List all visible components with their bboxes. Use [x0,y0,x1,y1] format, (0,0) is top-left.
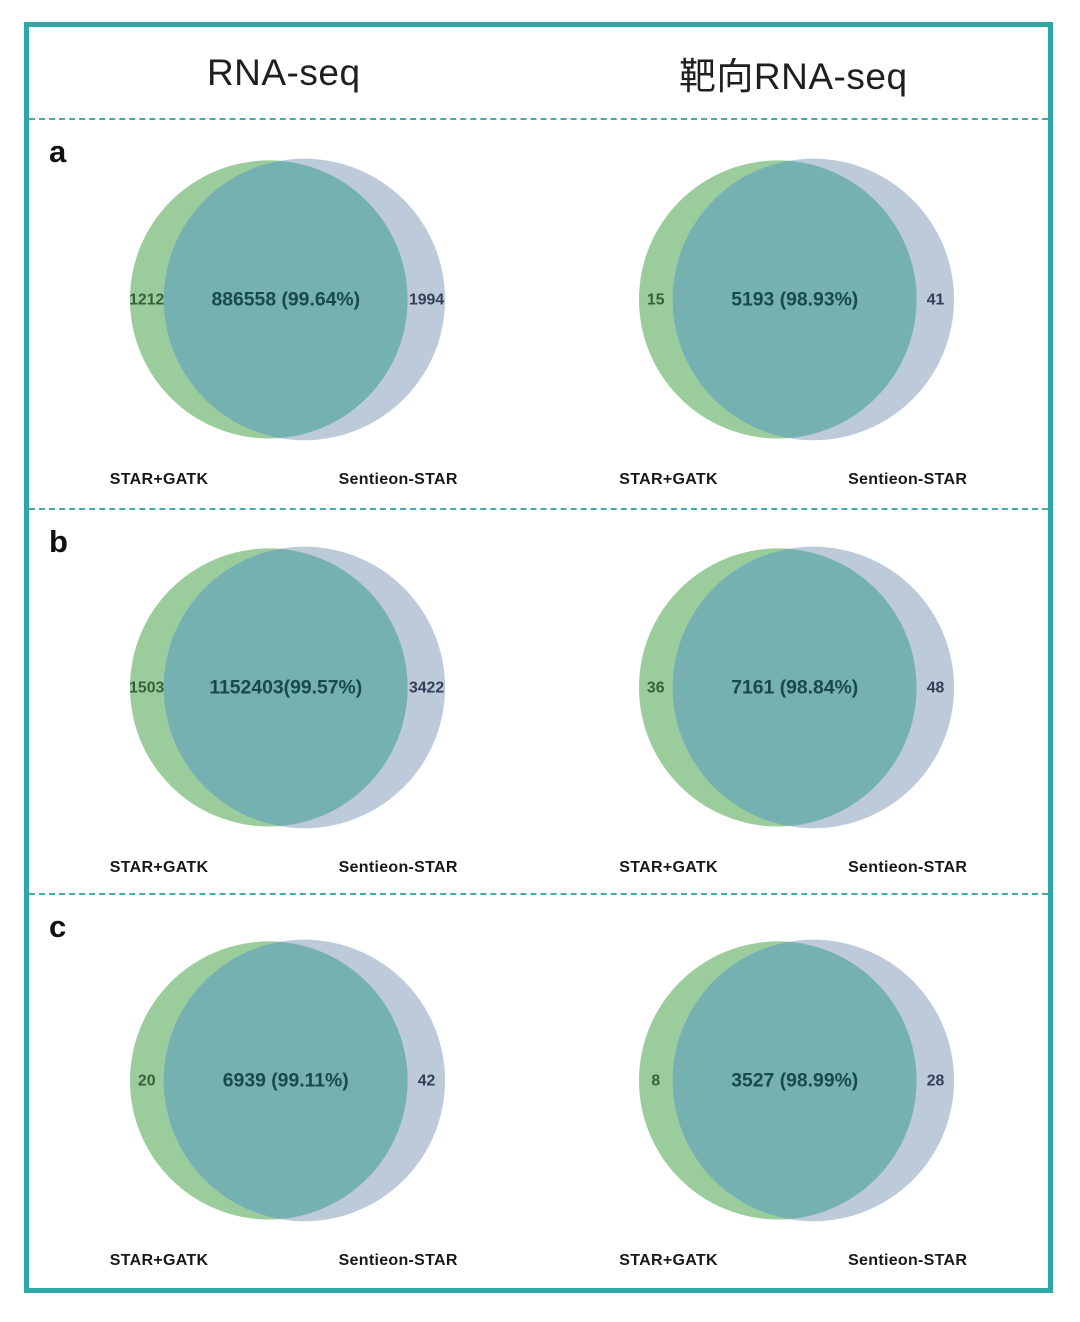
venn-diagram: 20 6939 (99.11%) 42 [129,939,445,1222]
set-labels: STAR+GATK Sentieon-STAR [617,471,969,489]
left-only-count: 1503 [129,680,164,697]
venn-panel: 1503 1152403(99.57%) 3422 STAR+GATK Sent… [108,536,460,877]
right-only-count: 42 [418,1073,436,1090]
row-b: b 1503 1152403(99.57%) 3422 STAR+GATK Se… [29,508,1048,893]
right-set-label: Sentieon-STAR [848,471,968,488]
left-only-count: 20 [138,1073,156,1090]
left-only-count: 15 [647,292,665,309]
right-only-count: 3422 [409,680,444,697]
intersection-region [163,160,408,439]
left-only-count: 1212 [129,292,164,309]
right-set-label: Sentieon-STAR [338,859,458,876]
figure-frame: RNA-seq 靶向RNA-seq a 1212 886558 (99.64%)… [24,22,1053,1293]
intersection-region [672,548,917,827]
venn-diagram: 36 7161 (98.84%) 48 [639,546,955,829]
column-title-targeted-rna-seq: 靶向RNA-seq [678,55,908,97]
venn-panel: 20 6939 (99.11%) 42 STAR+GATK Sentieon-S… [108,929,460,1270]
set-labels: STAR+GATK Sentieon-STAR [108,859,460,877]
left-set-label: STAR+GATK [619,859,718,876]
row-label-b: b [49,524,68,559]
right-set-label: Sentieon-STAR [848,859,968,876]
left-set-label: STAR+GATK [619,471,718,488]
right-only-count: 28 [927,1073,945,1090]
intersection-count: 886558 (99.64%) [211,289,360,311]
intersection-region [672,941,917,1220]
venn-panel: 36 7161 (98.84%) 48 STAR+GATK Sentieon-S… [617,536,969,877]
set-labels: STAR+GATK Sentieon-STAR [108,471,460,489]
venn-diagram: 1503 1152403(99.57%) 3422 [129,546,445,829]
panel-a-rnaseq: 1212 886558 (99.64%) 1994 STAR+GATK Sent… [29,148,539,508]
intersection-count: 5193 (98.93%) [732,289,859,311]
venn-diagram: 1212 886558 (99.64%) 1994 [129,158,445,441]
left-only-count: 8 [652,1073,661,1090]
venn-panel: 1212 886558 (99.64%) 1994 STAR+GATK Sent… [108,148,460,489]
header-col-left: RNA-seq [29,27,539,118]
header-col-right: 靶向RNA-seq [539,27,1049,118]
intersection-count: 1152403(99.57%) [209,677,362,699]
row-label-a: a [49,134,67,169]
panel-c-rnaseq: 20 6939 (99.11%) 42 STAR+GATK Sentieon-S… [29,929,539,1288]
row-c: c 20 6939 (99.11%) 42 STAR+GATK Sentieon… [29,893,1048,1288]
right-set-label: Sentieon-STAR [848,1252,968,1269]
intersection-region [163,941,408,1220]
panel-a-targeted: 15 5193 (98.93%) 41 STAR+GATK Sentieon-S… [539,148,1049,508]
right-set-label: Sentieon-STAR [338,471,458,488]
panel-b-targeted: 36 7161 (98.84%) 48 STAR+GATK Sentieon-S… [539,536,1049,893]
intersection-region [163,548,408,827]
intersection-count: 7161 (98.84%) [732,677,859,699]
left-only-count: 36 [647,680,665,697]
venn-panel: 8 3527 (98.99%) 28 STAR+GATK Sentieon-ST… [617,929,969,1270]
row-a: a 1212 886558 (99.64%) 1994 STAR+GATK Se… [29,118,1048,508]
panel-c-targeted: 8 3527 (98.99%) 28 STAR+GATK Sentieon-ST… [539,929,1049,1288]
left-set-label: STAR+GATK [109,471,209,488]
venn-panel: 15 5193 (98.93%) 41 STAR+GATK Sentieon-S… [617,148,969,489]
row-label-c: c [49,909,67,944]
set-labels: STAR+GATK Sentieon-STAR [617,859,969,877]
intersection-count: 3527 (98.99%) [732,1070,859,1092]
left-set-label: STAR+GATK [109,859,209,876]
right-only-count: 41 [927,292,945,309]
right-set-label: Sentieon-STAR [338,1252,458,1269]
venn-diagram: 15 5193 (98.93%) 41 [639,158,955,441]
set-labels: STAR+GATK Sentieon-STAR [108,1252,460,1270]
set-labels: STAR+GATK Sentieon-STAR [617,1252,969,1270]
right-only-count: 1994 [409,292,444,309]
intersection-count: 6939 (99.11%) [223,1070,349,1092]
venn-diagram: 8 3527 (98.99%) 28 [639,939,955,1222]
column-title-rna-seq: RNA-seq [206,51,361,93]
panel-b-rnaseq: 1503 1152403(99.57%) 3422 STAR+GATK Sent… [29,536,539,893]
right-only-count: 48 [927,680,945,697]
intersection-region [672,160,917,439]
left-set-label: STAR+GATK [109,1252,209,1269]
left-set-label: STAR+GATK [619,1252,718,1269]
column-headers: RNA-seq 靶向RNA-seq [29,27,1048,118]
